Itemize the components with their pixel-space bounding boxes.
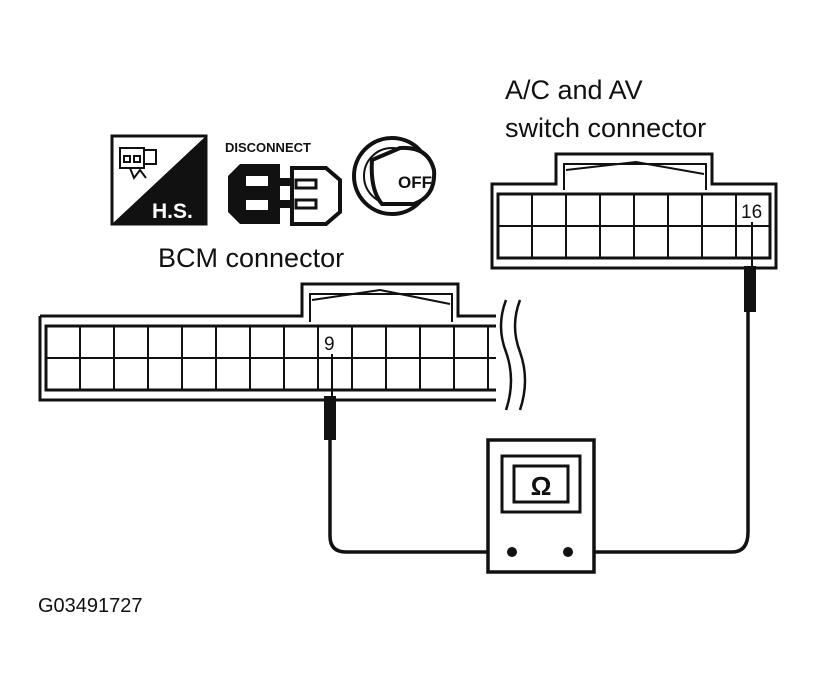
figure-code: G03491727: [38, 595, 143, 617]
av-switch-connector: [490, 152, 778, 270]
av-pin-cell: [739, 197, 767, 223]
break-lines: [499, 299, 527, 411]
disconnect-label: DISCONNECT: [225, 140, 311, 155]
disconnect-icon: DISCONNECT: [225, 140, 342, 226]
bcm-pin-cell: [322, 330, 348, 356]
ohm-icon: Ω: [531, 471, 552, 501]
av-pin-label: 16: [741, 202, 762, 223]
off-label: OFF: [398, 173, 432, 192]
harness-side-icon: H.S.: [110, 134, 208, 226]
bcm-connector-title: BCM connector: [158, 243, 344, 273]
bcm-probe: [324, 354, 336, 536]
hs-label: H.S.: [152, 200, 193, 223]
av-connector-title-line2: switch connector: [505, 113, 706, 143]
bcm-connector: [38, 282, 514, 402]
av-connector-title-line1: A/C and AV: [505, 75, 643, 105]
bcm-test-lead: [328, 535, 512, 554]
ignition-off-icon: OFF: [352, 136, 437, 216]
av-probe: [744, 222, 756, 532]
meter-terminal-right: [563, 547, 573, 557]
meter-terminal-left: [507, 547, 517, 557]
ohmmeter: Ω: [486, 438, 596, 574]
bcm-pin-label: 9: [324, 334, 335, 355]
av-test-lead: [568, 531, 750, 554]
